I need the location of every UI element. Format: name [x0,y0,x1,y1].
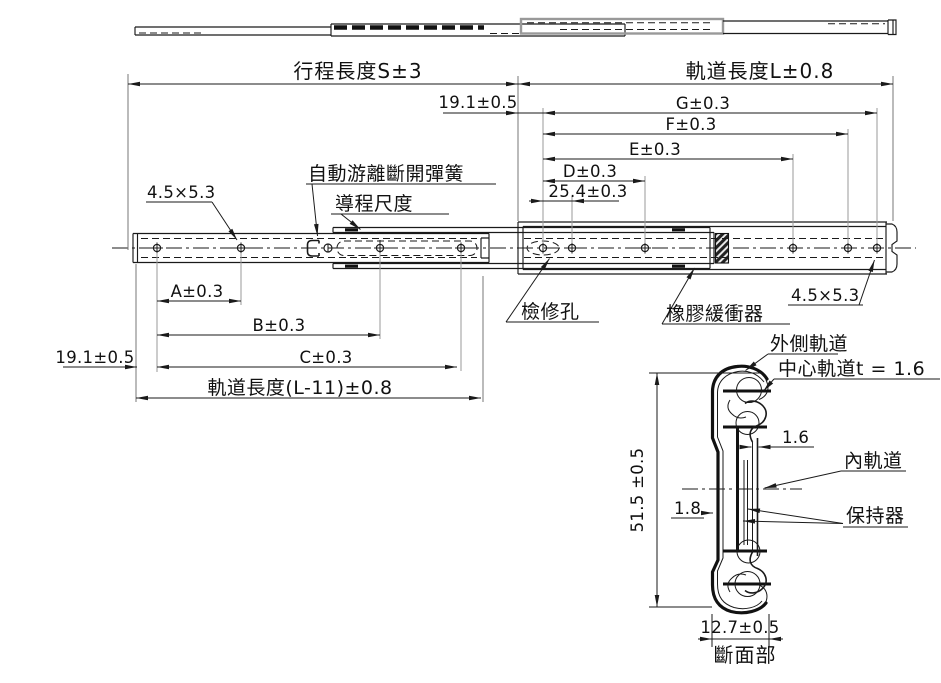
rubber-bumper-callout: 橡膠緩衝器 [666,303,764,325]
dim-b: B±0.3 [253,316,306,335]
dim-slot-left: 4.5×5.3 [147,183,215,202]
dim-19-1-top: 19.1±0.5 [438,93,517,112]
section-center-rail [723,389,771,586]
mounting-hole [639,242,651,254]
mounting-hole [842,242,854,254]
retainer-label: 保持器 [846,505,905,527]
section-width-value: 12.7±0.5 [700,618,779,637]
middle-rail [332,226,730,270]
mounting-hole [871,242,883,254]
mounting-hole [151,242,163,254]
section-outer-rail [710,364,769,615]
top-extended-view [134,17,897,37]
mounting-hole [566,242,578,254]
dim-c: C±0.3 [299,348,352,367]
lead-scale-callout: 導程尺度 [335,193,413,215]
outer-rail [517,221,898,275]
callout-leaders [146,183,875,325]
dim-25-4: 25.4±0.3 [548,182,627,201]
rubber-bumper-shape [714,232,730,264]
mounting-hole [235,242,247,254]
dim-a: A±0.3 [171,282,224,301]
release-spring-clip [306,239,333,257]
spring-callout: 自動游離斷開彈簧 [308,163,464,185]
stroke-length-label: 行程長度S±3 [293,59,422,83]
inner-rail-label: 內軌道 [844,450,903,472]
mounting-hole [455,242,467,254]
section-leaders [742,353,940,528]
cross-section-view: 外側軌道 中心軌道t = 1.6 1.6 內軌道 51.5 ±0.5 1.8 保… [628,333,940,667]
section-inner-rail [727,399,767,594]
section-retainer [743,460,748,545]
section-width-dim [698,614,783,647]
extension-lines [127,74,894,402]
section-caption: 斷面部 [714,643,777,667]
rail-length-label: 軌道長度L±0.8 [686,59,835,83]
dim-slot-right: 4.5×5.3 [791,286,859,305]
main-view: 行程長度S±3 軌道長度L±0.8 19.1±0.5 G±0.3 F±0.3 E… [55,59,916,402]
dim-19-1-left: 19.1±0.5 [55,348,134,367]
mounting-hole [374,240,386,256]
dim-f: F±0.3 [665,115,716,134]
center-rail-label: 中心軌道t = 1.6 [778,358,925,380]
dim-e: E±0.3 [629,140,681,159]
section-balls [734,377,762,597]
section-height-dim [649,372,762,608]
section-height-value: 51.5 ±0.5 [628,448,647,533]
dimension-lines [63,81,893,401]
dim-1-6: 1.6 [782,428,809,447]
dim-1-8: 1.8 [674,499,701,518]
inner-rail-length-label: 軌道長度(L-11)±0.8 [207,377,392,399]
dim-d: D±0.3 [563,162,617,181]
inspection-hole-callout: 檢修孔 [521,301,580,323]
mounting-hole [787,242,799,254]
inner-rail [132,232,490,264]
section-thickness-dims [671,444,814,519]
mounting-holes [151,240,883,256]
dim-g: G±0.3 [676,94,730,113]
outer-rail-label: 外側軌道 [770,333,848,355]
